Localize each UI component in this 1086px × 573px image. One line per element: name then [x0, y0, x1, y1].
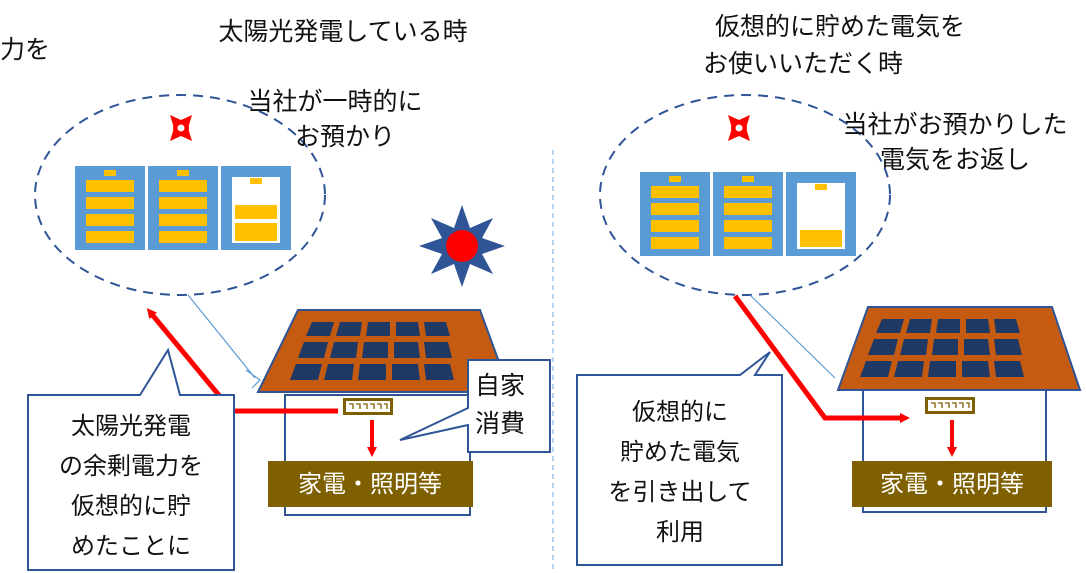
- left-house: [256, 309, 512, 516]
- self-use-line2: 消費: [475, 409, 525, 438]
- left-clipped-text: 力を: [0, 35, 50, 64]
- left-power-meter-icon: [343, 398, 393, 415]
- left-company-logo-icon: [170, 115, 192, 141]
- self-use-callout: [399, 359, 551, 453]
- right-battery-2-icon: [713, 172, 783, 256]
- right-callout-line2: 貯めた電気: [620, 438, 740, 466]
- left-cloud-label-line2: お預かり: [295, 122, 395, 151]
- right-appliance-box: [852, 461, 1052, 507]
- right-appliance-label: 家電・照明等: [880, 470, 1024, 498]
- right-company-logo-icon: [728, 115, 750, 141]
- left-title: 太陽光発電している時: [218, 17, 467, 46]
- sun-icon: [419, 205, 505, 287]
- left-storage-cloud: [34, 94, 326, 296]
- left-connector-bolt: [245, 369, 261, 389]
- left-callout: [27, 347, 235, 571]
- left-battery-1-icon: [75, 166, 145, 250]
- left-appliance-box: [268, 461, 473, 507]
- left-appliance-label: 家電・照明等: [298, 470, 442, 498]
- right-cloud-connector: [749, 294, 836, 379]
- right-title-line2: お使いいただく時: [703, 49, 903, 78]
- left-callout-line1: 太陽光発電: [71, 412, 191, 440]
- right-cloud-label-line1: 当社がお預かりした: [842, 110, 1067, 139]
- left-cloud-connector: [187, 294, 256, 379]
- right-storage-cloud: [599, 94, 891, 296]
- left-cloud-label-line1: 当社が一時的に: [247, 87, 422, 116]
- right-title-line1: 仮想的に貯めた電気を: [715, 12, 965, 41]
- left-callout-line3: 仮想的に貯: [71, 492, 191, 520]
- left-battery-2-icon: [148, 166, 218, 250]
- right-solar-panel-icon: [860, 319, 1024, 377]
- left-battery-3-icon: [221, 166, 291, 250]
- right-callout-line4: 利用: [656, 518, 704, 546]
- right-return-arrow: [732, 294, 910, 423]
- right-battery-1-icon: [640, 172, 710, 256]
- right-callout-line1: 仮想的に: [632, 398, 728, 426]
- left-solar-panel-icon: [290, 322, 454, 380]
- right-power-meter-icon: [925, 397, 975, 414]
- right-callout: [576, 351, 783, 566]
- right-cloud-label-line2: 電気をお返し: [880, 145, 1030, 174]
- right-callout-line3: を引き出して: [608, 478, 751, 506]
- right-house: [836, 306, 1082, 513]
- self-use-line1: 自家: [475, 371, 525, 400]
- left-callout-line2: の余剰電力を: [59, 452, 203, 480]
- right-battery-3-icon: [786, 172, 856, 256]
- left-callout-line4: めたことに: [71, 532, 191, 560]
